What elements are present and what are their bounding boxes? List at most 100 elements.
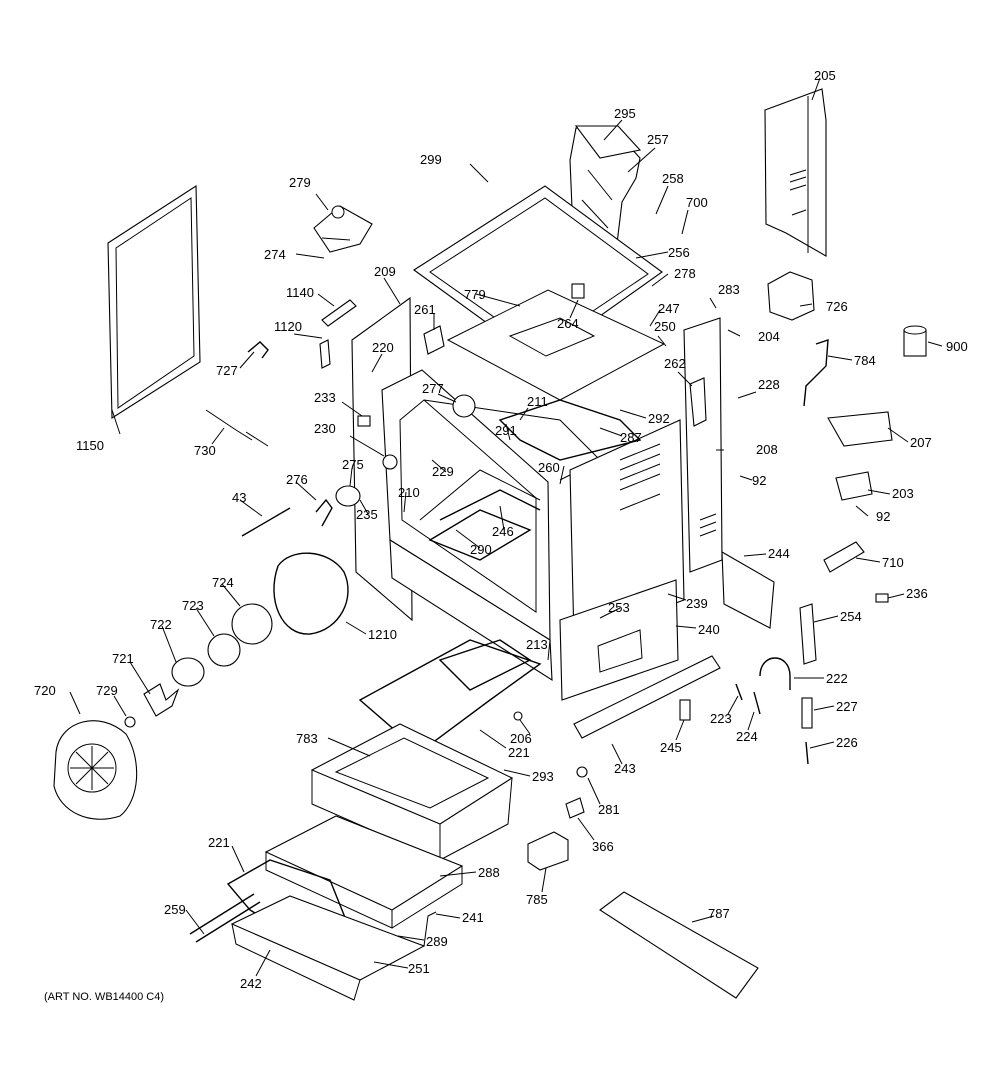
callout-204: 204 (758, 329, 780, 344)
part-226 (805, 741, 809, 765)
callout-224: 224 (736, 729, 758, 744)
callout-221b: 221 (208, 835, 230, 850)
callout-785: 785 (526, 892, 548, 907)
callout-205: 205 (814, 68, 836, 83)
callout-220: 220 (372, 340, 394, 355)
disc-723 (207, 633, 241, 667)
callout-784: 784 (854, 353, 876, 368)
callout-259: 259 (164, 902, 186, 917)
callout-729: 729 (96, 683, 118, 698)
part-277 (452, 394, 476, 418)
callout-244: 244 (768, 546, 790, 561)
drawer-pan-288 (264, 815, 464, 929)
clip-1120 (319, 339, 331, 369)
oven-cabinet-body (351, 185, 775, 701)
gasket-1210 (273, 552, 349, 635)
part-illustrations (53, 88, 927, 1001)
element-290 (428, 509, 532, 561)
nut-729 (124, 716, 136, 728)
callout-245: 245 (660, 740, 682, 755)
callout-730: 730 (194, 443, 216, 458)
callout-211: 211 (527, 394, 548, 409)
callout-240: 240 (698, 622, 720, 637)
clip-276 (315, 498, 333, 527)
box-785 (527, 831, 569, 871)
callout-783: 783 (296, 731, 318, 746)
callout-283: 283 (718, 282, 740, 297)
callout-1140: 1140 (286, 285, 314, 300)
capacitor-900 (903, 325, 927, 357)
bracket-254 (799, 603, 817, 665)
callout-258: 258 (662, 171, 684, 186)
clip-1140 (321, 299, 357, 327)
callout-287: 287 (620, 430, 642, 445)
callout-92b: 92 (876, 509, 890, 524)
callout-261: 261 (414, 302, 436, 317)
part-245 (679, 699, 691, 721)
callout-228: 228 (758, 377, 780, 392)
callout-727: 727 (216, 363, 238, 378)
part-223 (735, 683, 743, 701)
callout-277: 277 (422, 381, 444, 396)
callout-721: 721 (112, 651, 134, 666)
callout-366: 366 (592, 839, 614, 854)
callout-720: 720 (34, 683, 56, 698)
callout-229: 229 (432, 464, 454, 479)
bracket-207 (827, 411, 893, 447)
part-366 (565, 797, 585, 819)
callout-208: 208 (756, 442, 778, 457)
callout-207: 207 (910, 435, 932, 450)
part-236 (875, 593, 889, 603)
callout-279: 279 (289, 175, 311, 190)
callout-281: 281 (598, 802, 620, 817)
callout-227: 227 (836, 699, 858, 714)
fan-blade-721 (143, 683, 180, 717)
callout-724: 724 (212, 575, 234, 590)
callout-209: 209 (374, 264, 396, 279)
callout-206: 206 (510, 731, 532, 746)
callout-264: 264 (557, 316, 579, 331)
callout-222: 222 (826, 671, 848, 686)
bracket-233 (357, 415, 371, 427)
callout-1120: 1120 (274, 319, 302, 334)
callout-239: 239 (686, 596, 708, 611)
leader-lines (69, 77, 943, 977)
callout-230: 230 (314, 421, 336, 436)
callout-235: 235 (356, 507, 378, 522)
callout-295: 295 (614, 106, 636, 121)
callout-292: 292 (648, 411, 670, 426)
art-number: (ART NO. WB14400 C4) (44, 991, 164, 1003)
element-221-coil (438, 639, 532, 691)
callout-779: 779 (464, 287, 486, 302)
bracket-262 (689, 377, 707, 427)
callout-43: 43 (232, 490, 246, 505)
callout-291: 291 (495, 423, 517, 438)
gas-valve-279 (313, 205, 373, 253)
callout-241: 241 (462, 910, 484, 925)
callout-221a: 221 (508, 745, 530, 760)
callout-275: 275 (342, 457, 364, 472)
door-gasket-1150 (107, 185, 201, 419)
callout-233: 233 (314, 390, 336, 405)
part-224 (753, 691, 761, 715)
back-panel-205 (764, 88, 827, 257)
bracket-710 (823, 541, 865, 573)
callout-1150: 1150 (76, 438, 104, 453)
wire-730 (205, 409, 269, 447)
hinge-727 (247, 341, 269, 359)
oven-bottom-293 (310, 723, 514, 861)
slide-259 (189, 893, 261, 943)
disc-724 (231, 603, 273, 645)
callout-274: 274 (264, 247, 286, 262)
callout-723: 723 (182, 598, 204, 613)
callout-726: 726 (826, 299, 848, 314)
screw-206 (513, 711, 523, 721)
callout-254: 254 (840, 609, 862, 624)
cap-264 (571, 283, 585, 299)
callout-242: 242 (240, 976, 262, 991)
callout-257: 257 (647, 132, 669, 147)
callout-710: 710 (882, 555, 904, 570)
part-callouts: 205 295 257 299 258 700 279 274 256 209 … (34, 68, 968, 991)
callout-290: 290 (470, 542, 492, 557)
